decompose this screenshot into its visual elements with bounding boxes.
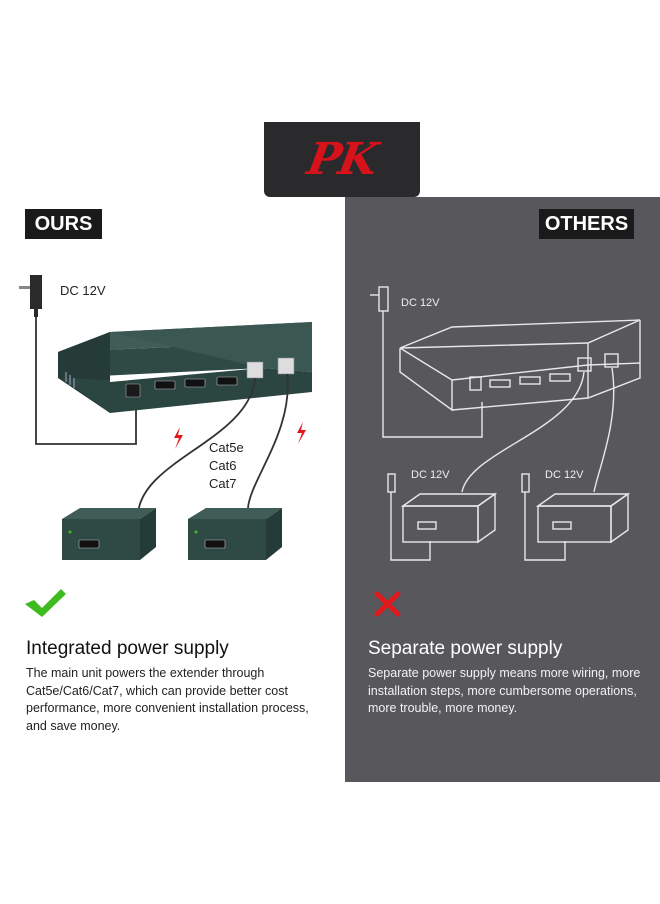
cable-type: Cat6 bbox=[209, 458, 237, 473]
power-adapter-icon bbox=[19, 275, 42, 317]
checkmark-icon bbox=[25, 589, 66, 617]
pk-badge: PK bbox=[264, 122, 420, 197]
others-heading: Separate power supply bbox=[368, 638, 563, 659]
cable-type: Cat7 bbox=[209, 476, 237, 491]
cable-types-list: Cat5e Cat6 Cat7 bbox=[209, 439, 244, 493]
dc-12v-label: DC 12V bbox=[411, 469, 450, 481]
main-unit-device bbox=[58, 322, 312, 413]
cable-type: Cat5e bbox=[209, 440, 244, 455]
ours-tag: OURS bbox=[25, 209, 102, 239]
dc-12v-label: DC 12V bbox=[545, 469, 584, 481]
extender-unit bbox=[62, 508, 156, 560]
others-description: Separate power supply means more wiring,… bbox=[368, 666, 641, 715]
pk-text: PK bbox=[303, 134, 381, 185]
others-tag: OTHERS bbox=[539, 209, 634, 239]
extender-unit bbox=[188, 508, 282, 560]
power-cable bbox=[35, 317, 137, 445]
dc-12v-label: DC 12V bbox=[60, 283, 106, 298]
ours-description: The main unit powers the extender throug… bbox=[26, 666, 309, 733]
dc-12v-label: DC 12V bbox=[401, 297, 440, 309]
ours-heading: Integrated power supply bbox=[26, 638, 229, 659]
